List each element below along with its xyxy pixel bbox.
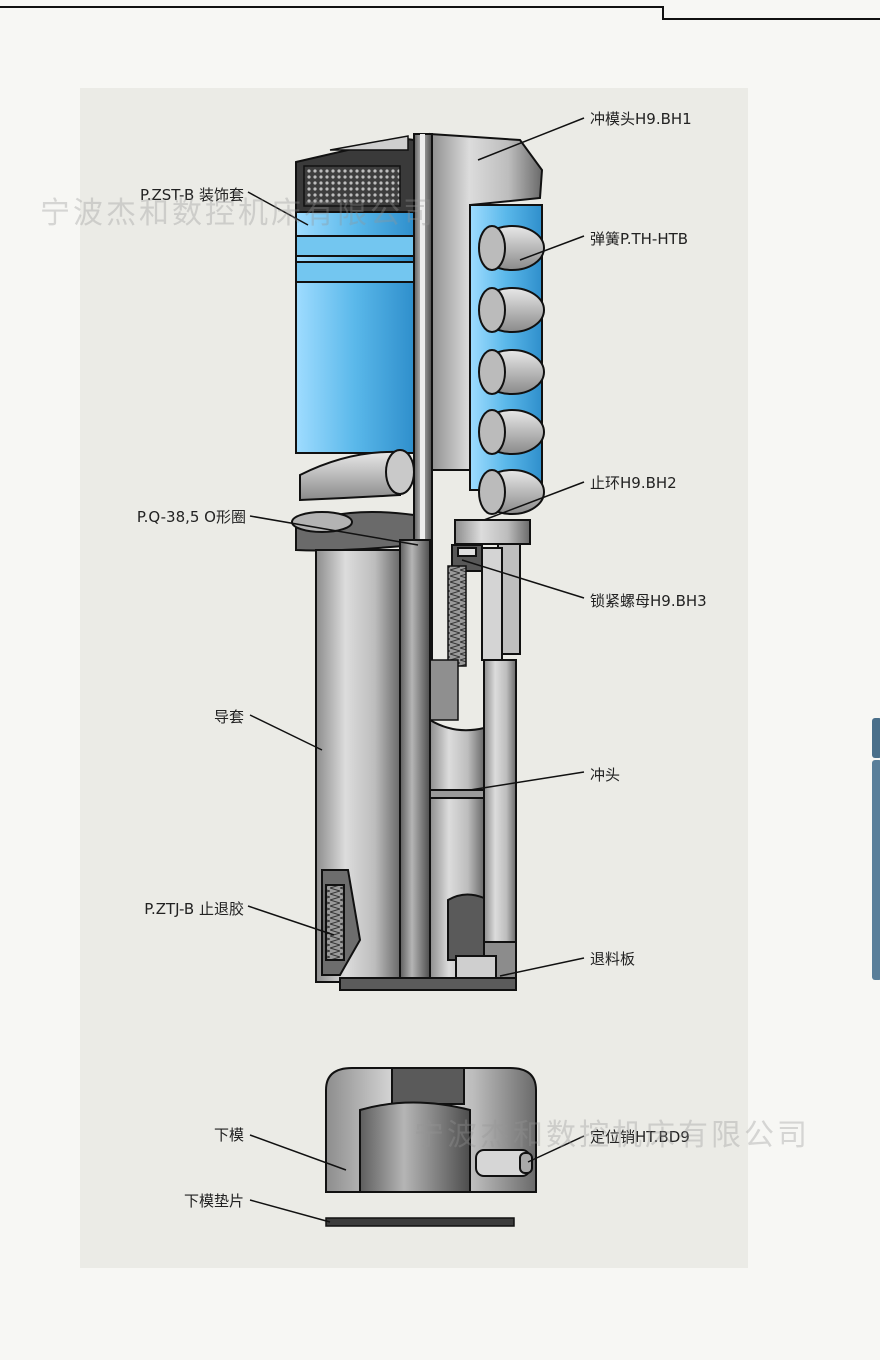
thread-section [429, 565, 467, 721]
top-border-step [662, 6, 664, 20]
leader-punch [469, 771, 585, 791]
leader-lower-die [249, 1134, 347, 1171]
label-decor-sleeve: P.ZST-B 装饰套 [140, 186, 244, 204]
label-spring: 弹簧P.TH-HTB [590, 230, 689, 248]
label-stripper: 退料板 [590, 950, 636, 968]
label-stop-ring: 止环H9.BH2 [590, 474, 677, 492]
leader-die-shim [249, 1199, 331, 1223]
leader-anti-retreat [247, 905, 335, 936]
spring-coils [478, 225, 545, 515]
top-border-right [662, 18, 880, 20]
punch-head [429, 132, 544, 471]
label-o-ring: P.Q-38,5 O形圈 [136, 508, 246, 526]
leader-lock-nut [461, 559, 585, 599]
leader-o-ring [249, 515, 419, 546]
left-spring-coil [299, 449, 415, 502]
leader-punch-head [477, 117, 585, 161]
die-shim [325, 1217, 515, 1227]
leader-guide-sleeve [249, 714, 323, 751]
anti-retreat-rubber [321, 869, 362, 976]
label-lower-die: 下模 [213, 1126, 244, 1144]
label-guide-sleeve: 导套 [213, 708, 244, 726]
label-lock-nut: 锁紧螺母H9.BH3 [590, 592, 707, 610]
leader-lines [247, 117, 585, 1223]
knurled-cap [295, 135, 415, 213]
right-edge-mark [872, 760, 880, 980]
stop-ring [454, 519, 531, 655]
label-punch: 冲头 [590, 766, 621, 784]
leader-spring [519, 235, 585, 261]
label-anti-retreat: P.ZTJ-B 止退胶 [144, 900, 244, 918]
label-punch-head: 冲模头H9.BH1 [590, 110, 692, 128]
leader-stop-ring [483, 481, 585, 521]
punch-body [429, 718, 485, 983]
label-locating-pin: 定位销HT.BD9 [590, 1128, 690, 1146]
locating-pin [475, 1149, 533, 1177]
watermark-upper: 宁波杰和数控机床有限公司 [40, 196, 436, 231]
label-die-shim: 下模垫片 [183, 1192, 244, 1210]
right-edge-mark [872, 718, 880, 758]
watermark-lower: 宁波杰和数控机床有限公司 [414, 1118, 810, 1153]
leader-stripper [499, 957, 585, 977]
o-ring [291, 511, 415, 552]
decor-sleeve [295, 204, 415, 454]
top-border-line [0, 6, 664, 8]
leader-decor-sleeve [247, 191, 309, 226]
leader-locating-pin [527, 1135, 585, 1163]
